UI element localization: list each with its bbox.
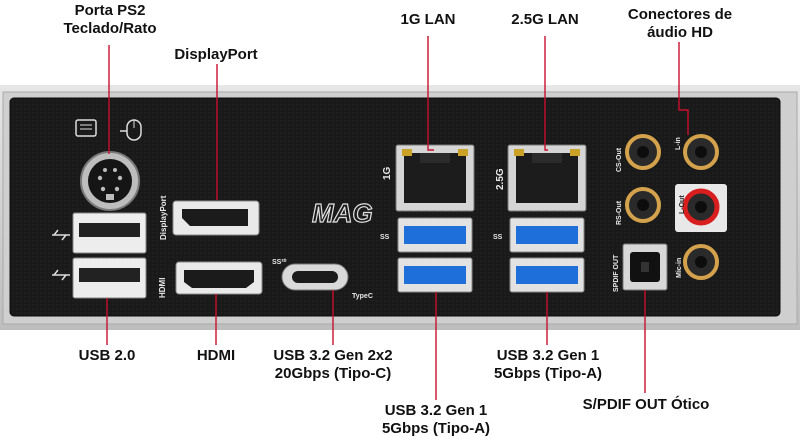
callout-lan-2-5g: 2.5G LAN	[511, 11, 579, 28]
callout-usbc-line1: USB 3.2 Gen 2x2	[273, 347, 393, 364]
callout-ps2-line1: Porta PS2	[74, 2, 146, 19]
hdmi-port	[175, 261, 263, 295]
spdif-plate-label: SPDIF OUT	[613, 254, 620, 292]
audio-jacks	[625, 134, 727, 280]
callout-lan-1g: 1G LAN	[400, 11, 456, 28]
callout-usb-gen1-center-line2: 5Gbps (Tipo-A)	[381, 420, 491, 437]
ps2-port	[80, 151, 140, 211]
lan-2-5g-port	[507, 144, 587, 212]
usb-symbol-icon	[52, 229, 70, 281]
ss-plate-label: SS	[493, 234, 503, 241]
spdif-optical-port	[622, 243, 668, 291]
leader-lines	[106, 36, 689, 400]
callout-ps2-line2: Teclado/Rato	[63, 20, 157, 37]
callout-usb-gen1-right-line1: USB 3.2 Gen 1	[496, 347, 600, 364]
leader-line-lan-1g	[427, 36, 434, 151]
callout-audio: Conectores de áudio HD	[612, 6, 748, 42]
mic-in-plate-label: Mic-in	[676, 258, 683, 278]
hdmi-plate-label: HDMI	[158, 278, 167, 298]
callout-usb20: USB 2.0	[78, 347, 136, 364]
keyboard-icon	[75, 119, 97, 137]
callout-usb-gen1-center: USB 3.2 Gen 1 5Gbps (Tipo-A)	[366, 402, 506, 438]
lan-1g-plate-label: 1G	[382, 166, 393, 180]
callout-audio-line1: Conectores de	[627, 6, 733, 23]
mag-logo: MAG	[312, 198, 373, 228]
usb-3-2-gen1-ports-center	[397, 217, 473, 293]
lan-1g-port	[395, 144, 475, 212]
ss-plate-label: SS	[380, 234, 390, 241]
lan-2-5g-plate-label: 2.5G	[495, 168, 506, 190]
callout-displayport: DisplayPort	[174, 46, 258, 63]
displayport-plate-label: DisplayPort	[159, 195, 168, 240]
callout-usb-gen1-center-line1: USB 3.2 Gen 1	[384, 402, 488, 419]
ss20-plate-label: SS²⁰	[272, 258, 287, 266]
l-in-plate-label: L-in	[675, 137, 682, 150]
callout-ps2: Porta PS2 Teclado/Rato	[54, 2, 166, 38]
callout-hdmi: HDMI	[196, 347, 236, 364]
displayport-port	[172, 200, 260, 236]
leader-line-audio	[678, 42, 689, 135]
rs-out-plate-label: RS-Out	[616, 200, 623, 225]
callout-usb-gen1-right: USB 3.2 Gen 1 5Gbps (Tipo-A)	[478, 347, 618, 383]
leader-line-lan-2-5g	[544, 36, 548, 151]
callout-usb-gen1-right-line2: 5Gbps (Tipo-A)	[493, 365, 603, 382]
usb-3-2-gen1-ports-right	[509, 217, 585, 293]
mouse-icon	[120, 119, 142, 141]
usb-type-c-port	[281, 263, 349, 291]
callout-usbc-line2: 20Gbps (Tipo-C)	[274, 365, 392, 382]
callout-audio-line2: áudio HD	[647, 24, 713, 41]
l-out-plate-label: L-Out	[679, 195, 686, 214]
callout-spdif: S/PDIF OUT Ótico	[582, 396, 710, 413]
callout-usbc: USB 3.2 Gen 2x2 20Gbps (Tipo-C)	[260, 347, 406, 383]
cs-out-plate-label: CS-Out	[616, 147, 623, 172]
usb-2-0-ports	[72, 212, 147, 299]
typec-plate-label: TypeC	[352, 293, 373, 300]
